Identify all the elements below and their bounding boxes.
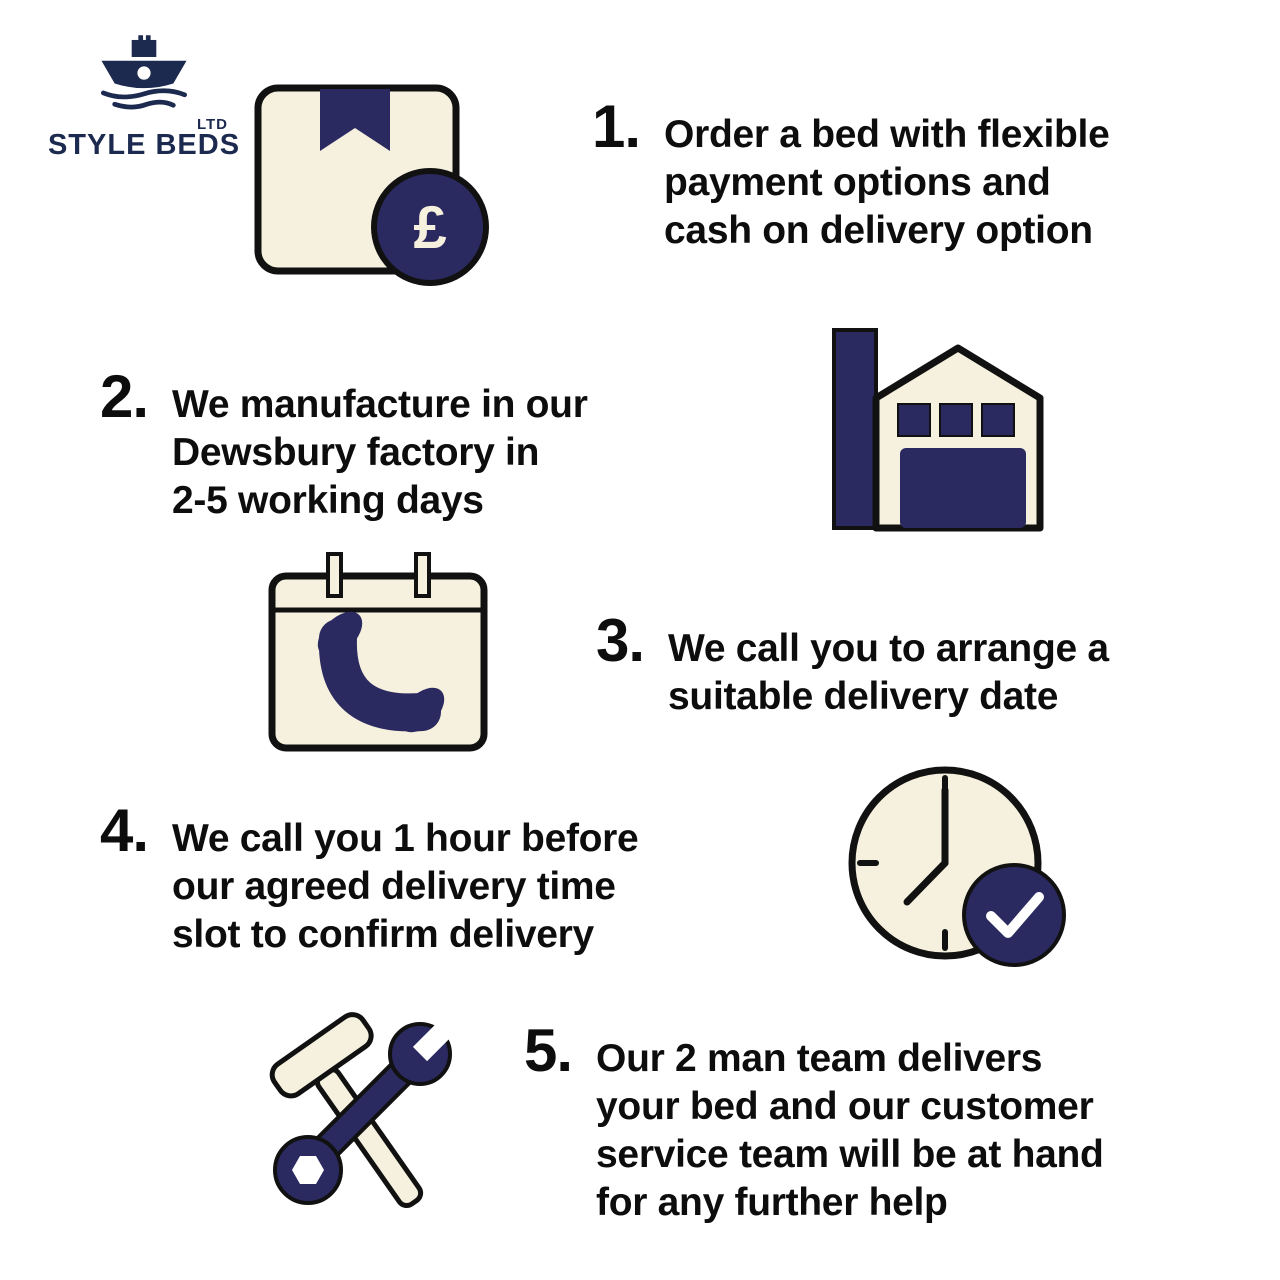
step-3-text: We call you to arrange a suitable delive… [668, 627, 1109, 718]
logo-name: STYLE BEDS [47, 129, 241, 161]
wave-line [112, 99, 176, 110]
package-pound-icon: £ [253, 83, 491, 290]
wrench [273, 1012, 460, 1205]
hammer [269, 1012, 424, 1208]
factory-window [939, 403, 973, 437]
wave-line [100, 88, 188, 100]
step-2: 2. We manufacture in our Dewsbury factor… [100, 362, 740, 525]
step-3: 3. We call you to arrange a suitable del… [596, 606, 1256, 721]
clock-check-icon [843, 760, 1076, 973]
factory-window [897, 403, 931, 437]
calendar-tab [414, 552, 431, 598]
step-1-number: 1. [592, 93, 641, 160]
step-5-number: 5. [524, 1017, 573, 1084]
step-5: 5. Our 2 man team delivers your bed and … [524, 1016, 1224, 1227]
checkmark [986, 892, 1044, 938]
step-4: 4. We call you 1 hour before our agreed … [100, 796, 760, 959]
step-1-text: Order a bed with flexible payment option… [664, 113, 1110, 252]
hour-hand [903, 859, 949, 906]
calendar-tab [326, 552, 343, 598]
pound-symbol: £ [413, 194, 446, 261]
step-3-number: 3. [596, 607, 645, 674]
step-4-text: We call you 1 hour before our agreed del… [172, 817, 639, 956]
factory-icon [826, 326, 1054, 533]
step-2-text: We manufacture in our Dewsbury factory i… [172, 383, 588, 522]
logo-suffix: LTD [196, 116, 228, 133]
boat-bridge [131, 39, 157, 57]
step-5-text: Our 2 man team delivers your bed and our… [596, 1037, 1104, 1224]
factory-chimney [832, 328, 878, 530]
check-badge [962, 863, 1066, 967]
package-ribbon [320, 89, 390, 151]
logo: LTD STYLE BEDS [48, 34, 239, 162]
factory-door [900, 448, 1026, 528]
calendar-phone-icon [266, 550, 494, 757]
step-2-number: 2. [100, 363, 149, 430]
tools-icon [250, 1012, 460, 1222]
pound-coin [371, 168, 489, 286]
step-4-number: 4. [100, 797, 149, 864]
step-1: 1. Order a bed with flexible payment opt… [592, 92, 1252, 255]
boat-icon [100, 35, 188, 110]
factory-window [981, 403, 1015, 437]
phone-handset [317, 611, 445, 733]
porthole [137, 66, 151, 80]
